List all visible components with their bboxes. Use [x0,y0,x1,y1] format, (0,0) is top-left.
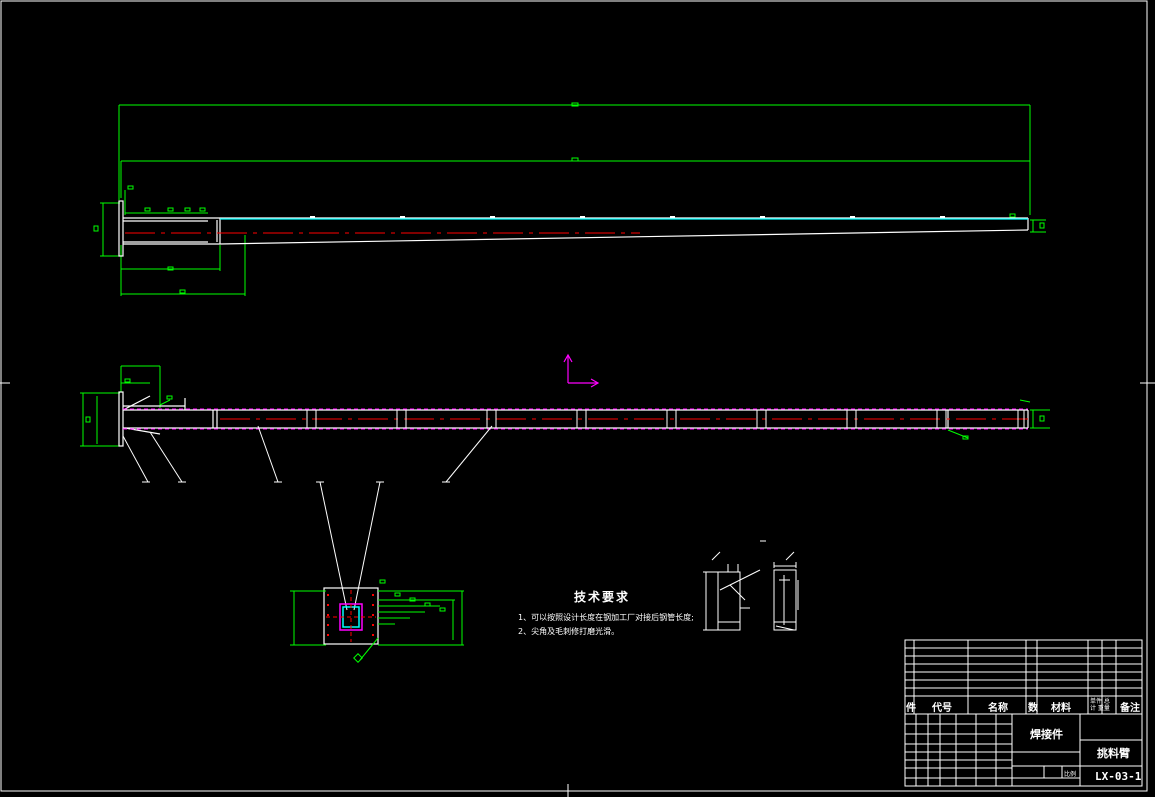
top-view-outline [118,200,1029,257]
front-view [80,365,1050,611]
bom-header-qty: 数 [1028,703,1038,714]
bom-header-weight: 单件 总计 重量 [1090,698,1110,712]
technical-requirement-line-2: 2、尖角及毛刺修打磨光滑。 [518,627,620,636]
front-view-outline [118,391,1029,447]
title-block [904,639,1143,787]
bom-header-remark: 备注 [1120,703,1140,714]
drawing-number: LX-03-1 [1095,770,1142,783]
bom-header-code: 代号 [932,703,952,714]
top-view [93,102,1046,296]
ucs-icon [563,353,600,388]
drawing-name: 挑料臂 [1097,747,1130,760]
detail-views [703,540,799,631]
scale-label: 比例 [1064,771,1077,778]
part-name: 焊接件 [1030,728,1063,741]
bom-header-name: 名称 [988,703,1008,714]
front-view-leader-lines [122,425,493,611]
top-view-ribs [310,216,945,218]
front-view-dimensions [80,365,1050,447]
bom-header-item: 件 [906,703,916,714]
top-view-dimensions [93,102,1046,296]
bom-header-material: 材料 [1051,703,1071,714]
section-view [290,579,464,663]
technical-requirement-line-1: 1、可以按照设计长度在钢加工厂对接后钢管长度; [518,613,694,622]
technical-requirements-title: 技术要求 [574,590,631,604]
front-view-ribs [306,409,1025,429]
